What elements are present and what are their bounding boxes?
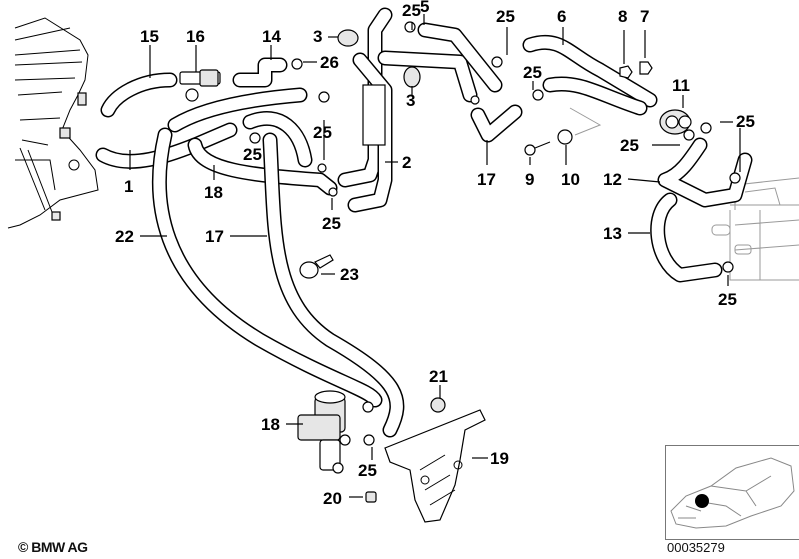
heater-core: [711, 177, 799, 281]
callout-25-a[interactable]: 25: [402, 1, 421, 20]
callout-16[interactable]: 15: [140, 27, 159, 46]
callout-20[interactable]: 19: [490, 449, 509, 468]
callout-22[interactable]: 21: [429, 367, 448, 386]
callout-2[interactable]: 2: [402, 153, 411, 172]
callout-9[interactable]: 9: [525, 170, 534, 189]
callout-21[interactable]: 20: [323, 489, 342, 508]
callout-14[interactable]: 18: [204, 183, 223, 202]
callout-25-j[interactable]: 25: [358, 461, 377, 480]
callout-25-h[interactable]: 25: [243, 145, 262, 164]
callout-24[interactable]: 23: [340, 265, 359, 284]
callout-25-d[interactable]: 25: [736, 112, 755, 131]
callout-8[interactable]: 10: [561, 170, 580, 189]
callout-25-b[interactable]: 25: [496, 7, 515, 26]
callout-10[interactable]: 11: [672, 76, 690, 95]
callout-25-f[interactable]: 25: [718, 290, 737, 309]
car-outline-icon: [670, 457, 795, 529]
callout-15[interactable]: 14: [262, 27, 281, 46]
small-parts: [179, 21, 741, 523]
hose-clamps: [249, 21, 741, 446]
callout-19[interactable]: 18: [261, 415, 280, 434]
hoses: [95, 7, 753, 438]
copyright-label: © BMW AG: [18, 539, 88, 555]
engine-block: [7, 17, 99, 229]
callout-25-g[interactable]: 25: [313, 123, 332, 142]
callout-3-top[interactable]: 3: [313, 27, 322, 46]
location-marker-icon: [695, 494, 709, 508]
callout-4[interactable]: 5: [420, 0, 429, 16]
vehicle-locator-thumbnail: [665, 445, 799, 540]
callout-6[interactable]: 7: [640, 7, 649, 26]
callouts: 15 16 14 3 26 25 5 25 6 8 7 25 3 11 25 2…: [115, 0, 755, 508]
mounting-bracket: [384, 409, 486, 523]
callout-11[interactable]: 12: [603, 170, 622, 189]
auxiliary-water-pump: [297, 390, 351, 474]
callout-17[interactable]: 16: [186, 27, 205, 46]
leader-lines: [129, 14, 741, 498]
callout-7[interactable]: 8: [618, 7, 627, 26]
callout-12[interactable]: 13: [603, 224, 622, 243]
callout-5[interactable]: 6: [557, 7, 566, 26]
callout-3-mid[interactable]: 3: [406, 91, 415, 110]
callout-25-i[interactable]: 25: [322, 214, 341, 233]
callout-1[interactable]: 1: [124, 177, 133, 196]
callout-13[interactable]: 17: [477, 170, 496, 189]
callout-25-e[interactable]: 25: [620, 136, 639, 155]
callout-25-c[interactable]: 25: [523, 63, 542, 82]
callout-26[interactable]: 26: [320, 53, 339, 72]
diagram-reference-number: 00035279: [667, 540, 725, 555]
callout-18[interactable]: 17: [205, 227, 224, 246]
callout-23[interactable]: 22: [115, 227, 134, 246]
